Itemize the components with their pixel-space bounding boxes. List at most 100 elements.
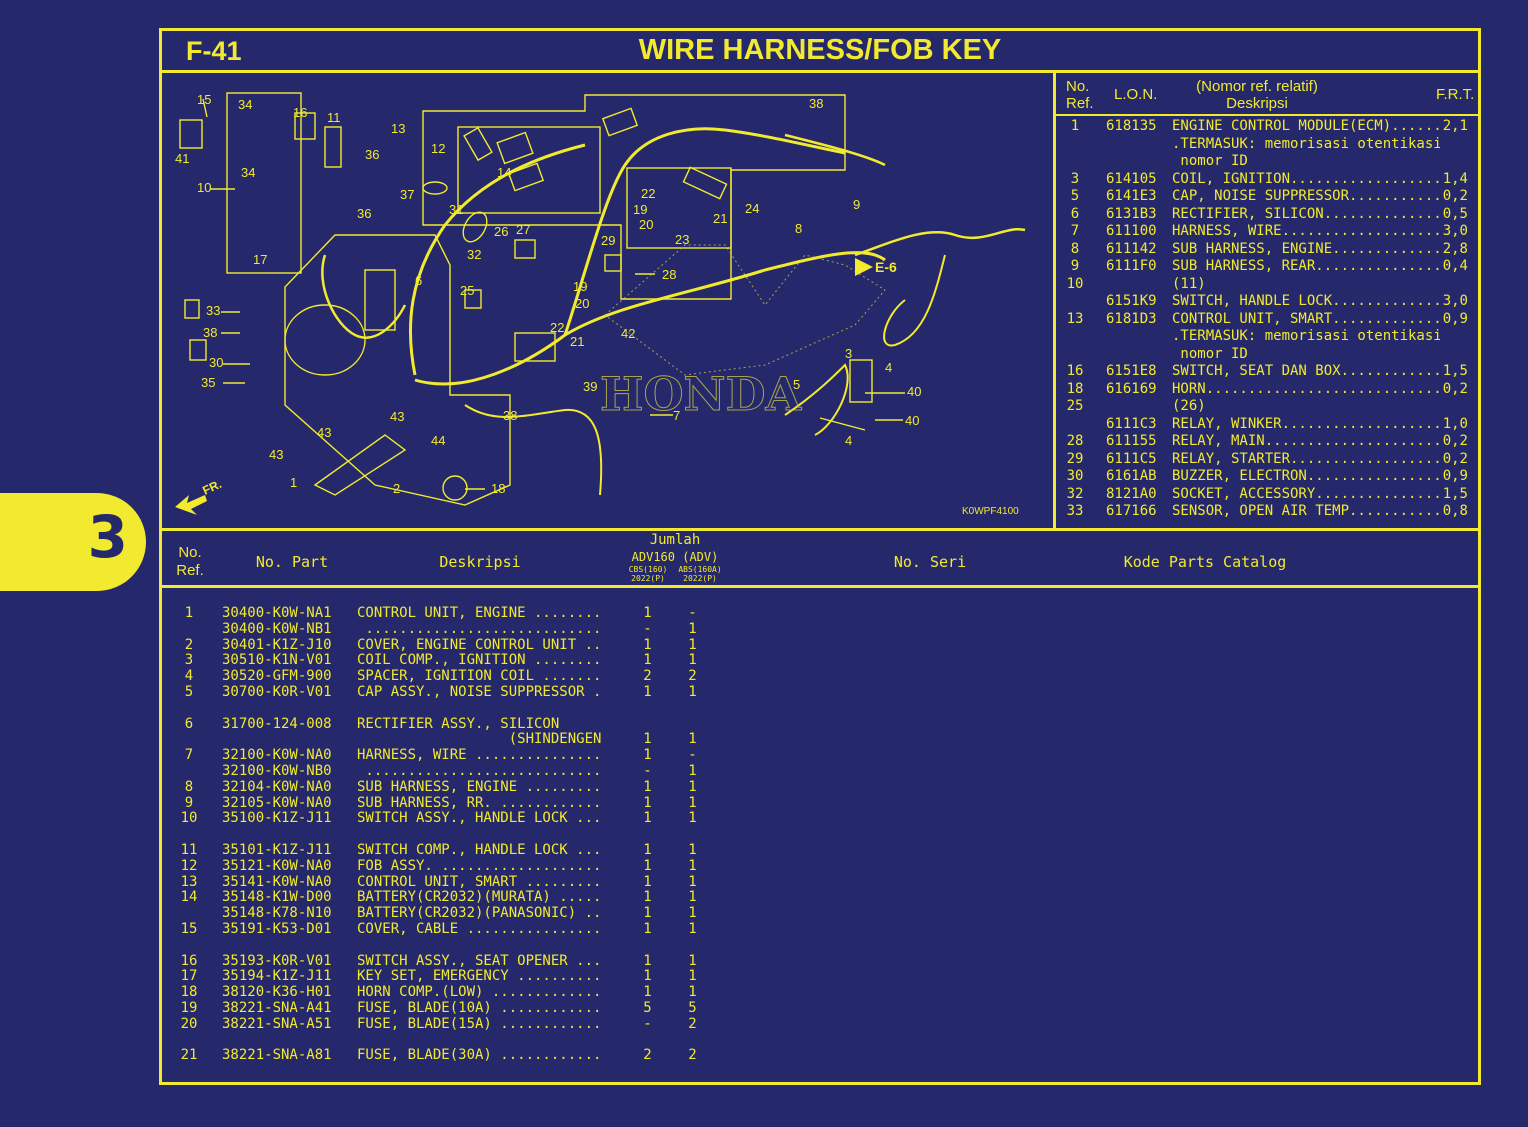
table-row[interactable]: 10(11): [1060, 276, 1472, 294]
qty-cbs: 1: [643, 636, 652, 653]
section-tab[interactable]: 3: [0, 493, 146, 591]
qty-cbs: -: [643, 1015, 652, 1032]
callout-number: 33: [206, 303, 220, 318]
ref-number: 19: [180, 1000, 198, 1016]
callout-number: 38: [203, 325, 217, 340]
description: RELAY, MAIN......................: [1172, 433, 1440, 449]
table-row[interactable]: .TERMASUK: memorisasi otentikasi: [1060, 136, 1472, 154]
callout-number: 20: [639, 217, 653, 232]
description: nomor ID: [1172, 345, 1248, 362]
right-header-desc: (Nomor ref. relatif)Deskripsi: [1196, 78, 1318, 112]
callout-number: 35: [201, 375, 215, 390]
qty-abs: -: [688, 747, 697, 764]
ref-number: 4: [184, 668, 194, 685]
ref-number: 14: [180, 889, 198, 906]
table-row[interactable]: [170, 937, 730, 953]
callout-number: 18: [491, 481, 505, 496]
description: SENSOR, OPEN AIR TEMP............: [1172, 503, 1440, 519]
qty-abs: 2: [688, 1047, 697, 1064]
table-row[interactable]: 30400-K0W-NB1 ..........................…: [170, 621, 730, 637]
table-row[interactable]: 25(26): [1060, 398, 1472, 416]
callout-number: 26: [494, 224, 508, 239]
bottom-header-desc: Deskripsi: [439, 553, 521, 571]
frt-value: 0,4: [1442, 258, 1468, 274]
description: SUB HARNESS, RR. ..............: [357, 794, 602, 811]
table-row[interactable]: nomor ID: [1060, 346, 1472, 364]
callout-number: 43: [317, 425, 331, 440]
part-number: 30520-GFM-900: [222, 668, 332, 685]
description: CAP, NOISE SUPPRESSOR............: [1172, 188, 1440, 204]
bottom-header-qty-title: Jumlah: [649, 532, 701, 548]
description: ENGINE CONTROL MODULE(ECM).......: [1172, 118, 1440, 134]
frt-value: 3,0: [1442, 293, 1468, 309]
table-row[interactable]: .TERMASUK: memorisasi otentikasi: [1060, 328, 1472, 346]
callout-number: 17: [253, 252, 267, 267]
qty-abs: 1: [688, 620, 697, 637]
ref-number: 10: [180, 810, 198, 827]
table-row[interactable]: [170, 826, 730, 842]
part-number: 35148-K1W-D00: [222, 889, 332, 906]
frt-value: 2,1: [1442, 118, 1468, 134]
description: RECTIFIER, SILICON...............: [1172, 205, 1440, 222]
qty-abs: 1: [688, 684, 697, 700]
callout-number: 40: [907, 384, 921, 399]
description: (11): [1172, 275, 1206, 292]
table-row[interactable]: [170, 700, 730, 716]
callout-number: 21: [713, 211, 727, 226]
qty-cbs: 1: [643, 842, 652, 858]
qty-abs: 5: [688, 1000, 697, 1016]
qty-cbs: 1: [643, 921, 652, 937]
ref-number: 13: [180, 873, 198, 890]
frt-value: 0,9: [1442, 468, 1468, 484]
callout-number: 40: [905, 413, 919, 428]
callout-number: 36: [365, 147, 379, 162]
table-row[interactable]: [170, 1032, 730, 1048]
frt-value: 1,0: [1442, 415, 1468, 432]
bottom-header-part: No. Part: [255, 553, 329, 571]
lon-code: 614105: [1106, 170, 1157, 187]
table-row[interactable]: 32100-K0W-NB0 ..........................…: [170, 763, 730, 779]
ref-number: 9: [184, 794, 194, 811]
table-row[interactable]: nomor ID: [1060, 153, 1472, 171]
